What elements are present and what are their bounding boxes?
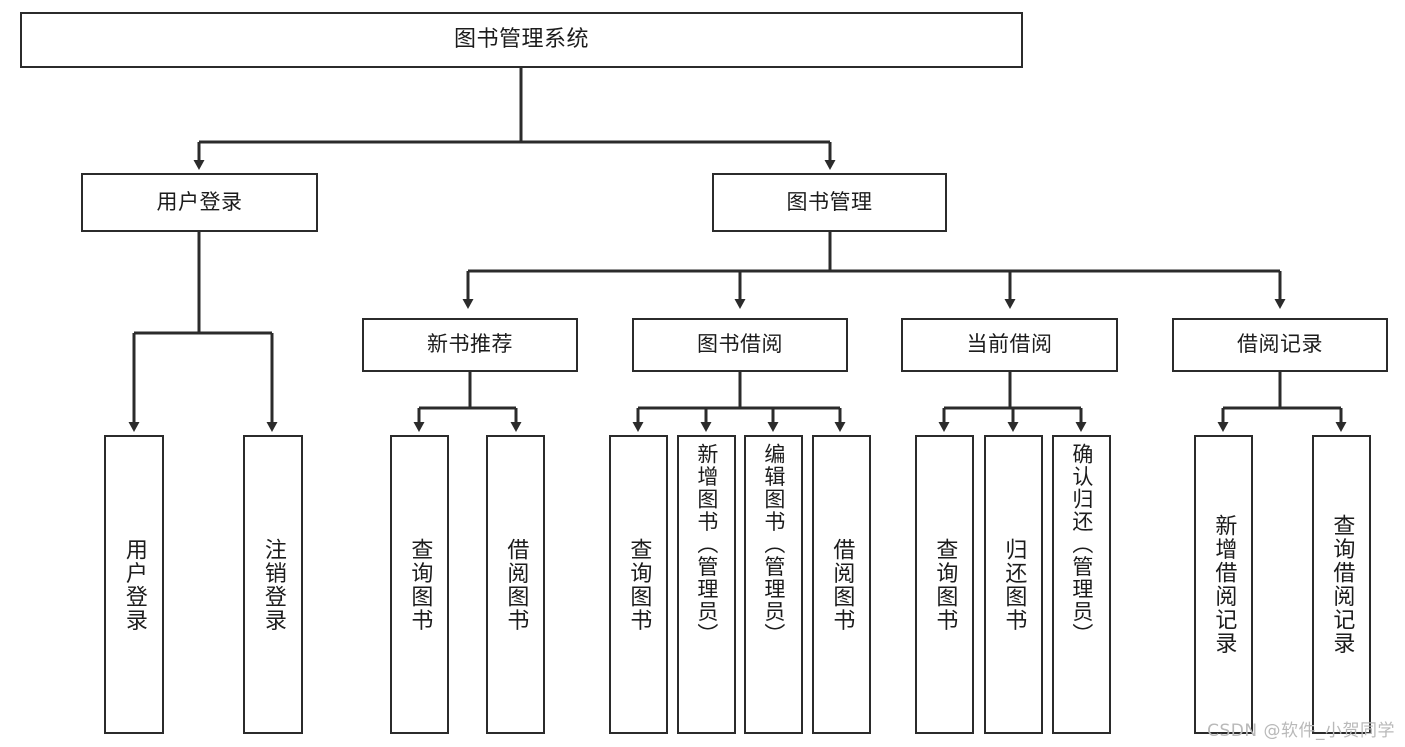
node-label: 查询借阅记录 <box>1329 514 1355 655</box>
node-borrow-record[interactable]: 借阅记录 <box>1172 318 1388 372</box>
leaf-record-query-record[interactable]: 查询借阅记录 <box>1312 435 1371 734</box>
node-label: 查询图书 <box>407 537 433 632</box>
node-book-borrow[interactable]: 图书借阅 <box>632 318 848 372</box>
leaf-current-confirm-return-admin[interactable]: 确认归还（管理员） <box>1052 435 1111 734</box>
node-root-system[interactable]: 图书管理系统 <box>20 12 1023 68</box>
node-label: 借阅图书 <box>829 537 855 632</box>
leaf-user-login-login[interactable]: 用户登录 <box>104 435 164 734</box>
node-label: 归还图书 <box>1001 537 1027 632</box>
leaf-recommend-query-book[interactable]: 查询图书 <box>390 435 449 734</box>
leaf-current-query-book[interactable]: 查询图书 <box>915 435 974 734</box>
csdn-watermark: CSDN @软件_小贺同学 <box>1207 721 1395 741</box>
node-label: 注销登录 <box>260 537 286 632</box>
leaf-borrow-edit-book-admin[interactable]: 编辑图书（管理员） <box>744 435 803 734</box>
node-label: 借阅记录 <box>1237 332 1323 357</box>
node-book-management[interactable]: 图书管理 <box>712 173 947 232</box>
node-label: 编辑图书（管理员） <box>761 443 786 646</box>
node-label: 确认归还（管理员） <box>1069 443 1094 646</box>
node-label: 图书管理系统 <box>453 26 589 52</box>
leaf-borrow-add-book-admin[interactable]: 新增图书（管理员） <box>677 435 736 734</box>
node-label: 用户登录 <box>156 189 243 214</box>
node-label: 新书推荐 <box>427 332 513 357</box>
node-label: 查询图书 <box>626 537 652 632</box>
node-label: 新增借阅记录 <box>1211 514 1237 655</box>
node-label: 图书管理 <box>786 189 873 214</box>
node-label: 查询图书 <box>932 537 958 632</box>
leaf-current-return-book[interactable]: 归还图书 <box>984 435 1043 734</box>
node-label: 新增图书（管理员） <box>694 443 719 646</box>
leaf-user-login-logout[interactable]: 注销登录 <box>243 435 303 734</box>
leaf-borrow-query-book[interactable]: 查询图书 <box>609 435 668 734</box>
node-new-book-recommend[interactable]: 新书推荐 <box>362 318 578 372</box>
node-label: 借阅图书 <box>503 537 529 632</box>
node-label: 当前借阅 <box>966 332 1053 357</box>
leaf-borrow-borrow-book[interactable]: 借阅图书 <box>812 435 871 734</box>
node-current-borrow[interactable]: 当前借阅 <box>901 318 1118 372</box>
node-label: 用户登录 <box>121 537 147 632</box>
leaf-record-add-record[interactable]: 新增借阅记录 <box>1194 435 1253 734</box>
node-user-login[interactable]: 用户登录 <box>81 173 318 232</box>
leaf-recommend-borrow-book[interactable]: 借阅图书 <box>486 435 545 734</box>
node-label: 图书借阅 <box>697 332 783 357</box>
